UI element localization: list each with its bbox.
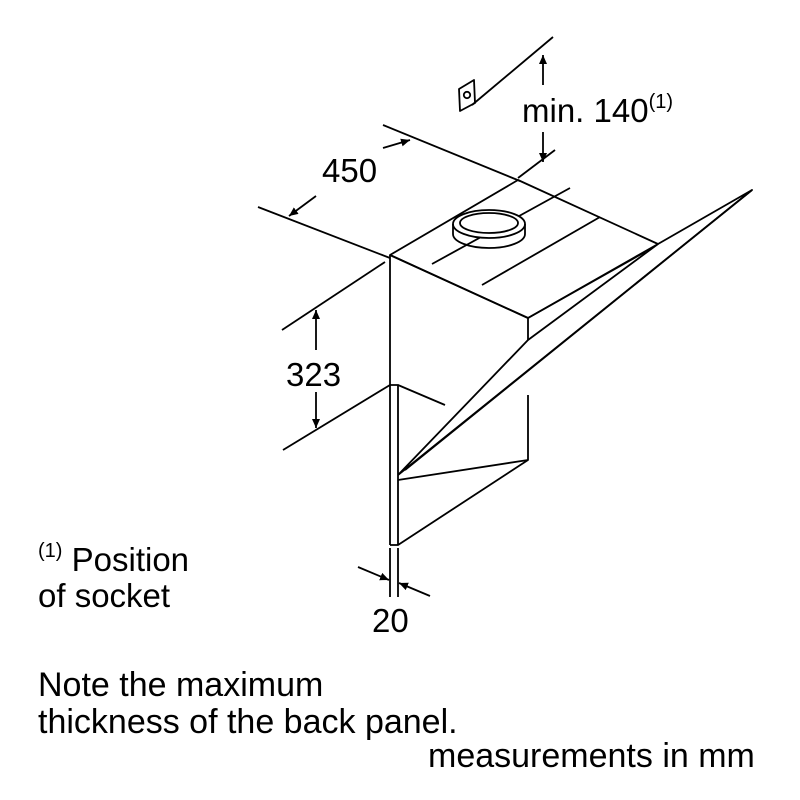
min-height-ext-line-bottom	[517, 149, 556, 179]
footnote: (1) Position of socket	[38, 540, 189, 615]
width-ext-line-right	[382, 124, 521, 182]
hood-inner-line	[397, 459, 529, 481]
chimney-front-face	[389, 254, 529, 340]
height-dimension-label: 323	[286, 356, 342, 393]
footnote-line-1: (1) Position	[38, 540, 189, 578]
height-ext-line-bottom	[282, 384, 391, 451]
thickness-arrow-left	[357, 566, 390, 581]
note-line-1: Note the maximum	[38, 666, 324, 704]
exhaust-collar	[452, 209, 526, 249]
min-height-ext-line-top	[471, 36, 554, 106]
back-panel	[390, 384, 399, 546]
min-height-footnote-ref: (1)	[648, 91, 674, 113]
note-line-2: thickness of the back panel.	[38, 703, 458, 742]
min-height-value: min. 140	[522, 92, 649, 129]
thickness-arrow-right	[398, 582, 431, 597]
units-note: measurements in mm	[428, 737, 755, 775]
footnote-ref: (1)	[38, 540, 63, 562]
width-dim-line-a	[288, 195, 317, 217]
width-ext-line-left	[257, 206, 391, 259]
min-height-dimension-label: min. 140(1)	[522, 92, 673, 127]
top-band-line-3	[527, 251, 646, 319]
footnote-text-1: Position	[71, 541, 190, 578]
footnote-line-2: of socket	[38, 577, 171, 615]
back-panel-side	[397, 384, 446, 406]
width-dimension-label: 450	[322, 152, 378, 189]
top-band-line-1	[481, 216, 601, 286]
height-ext-line-top	[281, 261, 386, 331]
thickness-dimension-label: 20	[372, 602, 409, 639]
width-dim-line-b	[382, 138, 411, 149]
inclined-panel-edge	[404, 189, 753, 471]
socket-icon	[458, 79, 476, 112]
back-panel-note: Note the maximum thickness of the back p…	[38, 666, 458, 742]
